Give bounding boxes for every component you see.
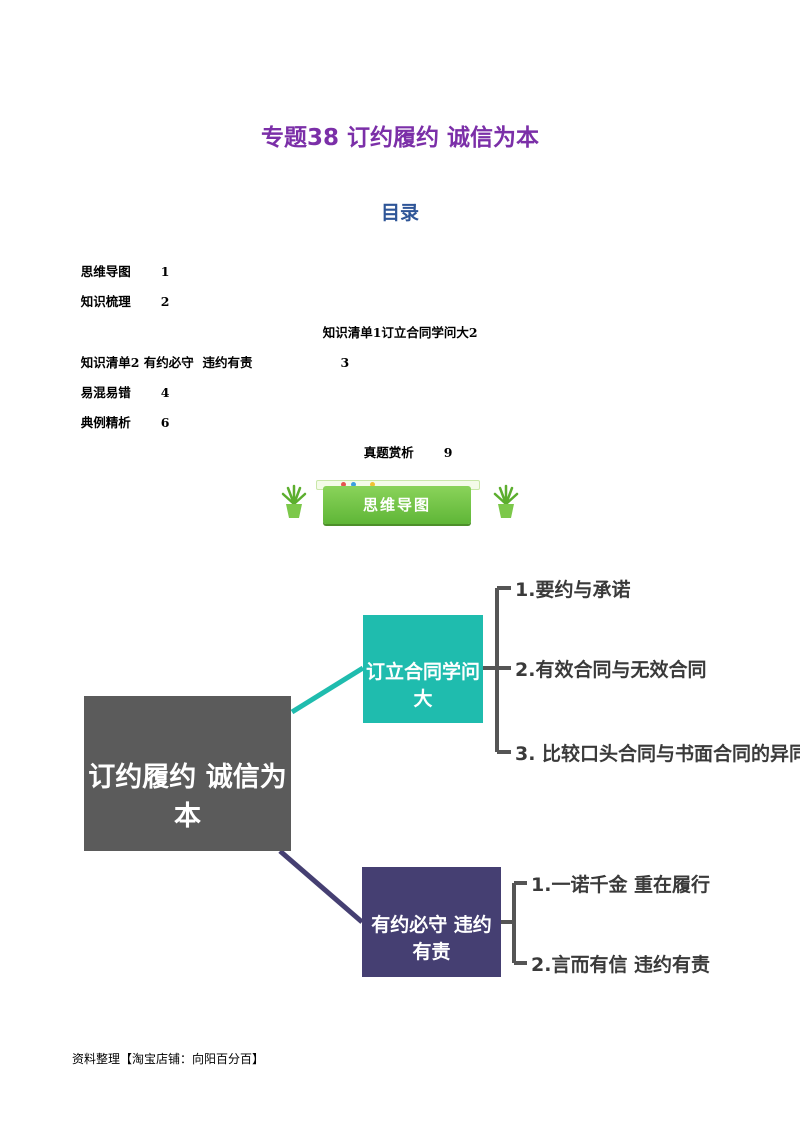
mindmap-leaf: 1.一诺千金 重在履行: [531, 870, 710, 897]
mindmap-leaf: 1.要约与承诺: [515, 575, 630, 602]
mindmap-leaf: 2.言而有信 违约有责: [531, 950, 710, 977]
mindmap-leaf: 3. 比较口头合同与书面合同的异同: [515, 739, 800, 766]
connector-line: [280, 851, 362, 922]
mindmap-leaf: 2.有效合同与无效合同: [515, 655, 706, 682]
connector-line: [292, 668, 363, 712]
page-footer: 资料整理【淘宝店铺：向阳百分百】: [72, 1050, 264, 1067]
mindmap-root-label: 订约履约 诚信为本: [84, 755, 291, 833]
mindmap-branch-label: 订立合同学问大: [363, 657, 483, 711]
mindmap-branch-label: 有约必守 违约有责: [362, 910, 501, 964]
